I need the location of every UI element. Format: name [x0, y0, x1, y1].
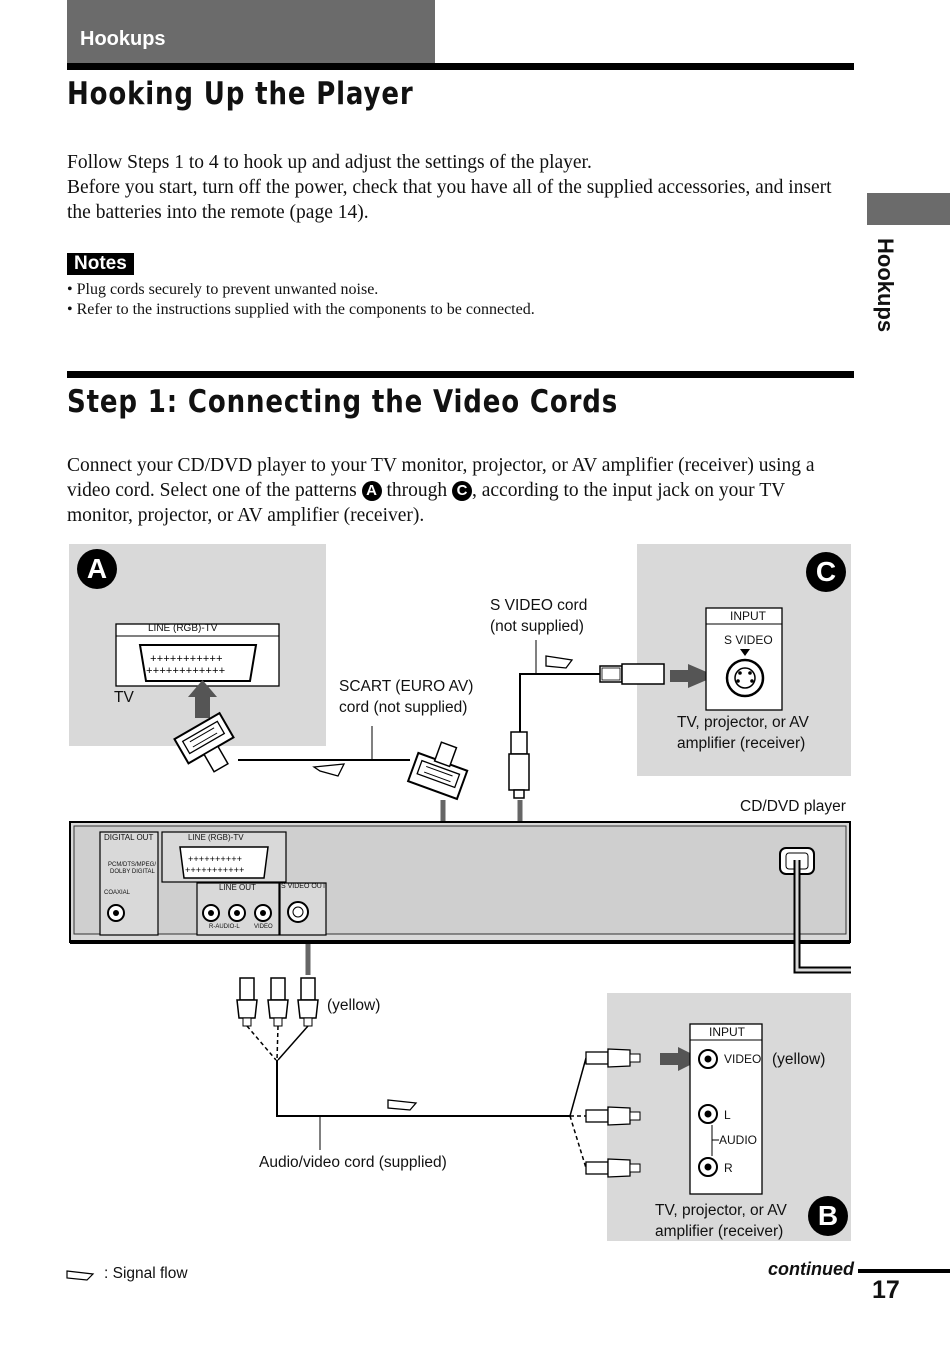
scart-cord-line: cord (not supplied) [339, 699, 468, 716]
scart-cord-line: SCART (EURO AV) [339, 678, 474, 695]
rca-plugs-b [585, 1048, 641, 1178]
svideo-plug-player [508, 731, 530, 799]
pattern-c-marker: C [452, 481, 472, 501]
tv-label: TV [114, 689, 134, 706]
header-rule [67, 63, 854, 70]
svg-text:+++++++++++: +++++++++++ [150, 654, 223, 666]
player-rear-panel: ++++++++++ +++++++++++ [69, 821, 851, 974]
c-input-label: INPUT [730, 609, 766, 623]
digital-out-label: DIGITAL OUT [104, 833, 154, 842]
note-item: • Refer to the instructions supplied wit… [67, 301, 535, 318]
step1-rule [67, 371, 854, 378]
c-device-label: TV, projector, or AV amplifier (receiver… [677, 712, 809, 754]
notes-badge: Notes [67, 253, 134, 275]
signal-arrow-svideo [545, 655, 574, 669]
tv-scart-jack-label: LINE (RGB)-TV [148, 623, 218, 634]
page-title: Hooking Up the Player [67, 76, 414, 112]
side-tab-label: Hookups [873, 238, 898, 333]
svideo-out-label: S VIDEO OUT [281, 883, 327, 890]
intro-line: the batteries into the remote (page 14). [67, 202, 369, 223]
svideo-cord-line: (not supplied) [490, 618, 584, 635]
b-device-line: amplifier (receiver) [655, 1223, 784, 1240]
step1-paragraph: Connect your CD/DVD player to your TV mo… [67, 453, 857, 528]
video-jack-label: VIDEO [254, 924, 273, 930]
step1-line: Connect your CD/DVD player to your TV mo… [67, 455, 815, 476]
svideo-input-box [705, 607, 783, 711]
b-device-line: TV, projector, or AV [655, 1202, 787, 1219]
side-tab-block [867, 193, 950, 225]
player-label: CD/DVD player [740, 798, 846, 815]
scart-plug-player [406, 741, 469, 801]
player-scart-label: LINE (RGB)-TV [188, 833, 244, 842]
tv-scart-jack: +++++++++++ ++++++++++++ [115, 623, 280, 687]
note-item: • Plug cords securely to prevent unwante… [67, 281, 379, 298]
step1-title: Step 1: Connecting the Video Cords [67, 384, 619, 420]
pattern-c-arrow [670, 664, 716, 688]
b-yellow-label: (yellow) [772, 1051, 826, 1068]
b-device-label: TV, projector, or AV amplifier (receiver… [655, 1200, 787, 1242]
line-out-label: LINE OUT [219, 883, 256, 892]
section-tab: Hookups [67, 0, 435, 63]
page-number: 17 [872, 1276, 900, 1304]
b-audio-label: AUDIO [719, 1133, 758, 1147]
rca-plugs-player [236, 977, 319, 1061]
step1-line: video cord. Select one of the patterns A… [67, 478, 857, 503]
svideo-cord-line: S VIDEO cord [490, 597, 588, 614]
svideo-plug-c [599, 663, 665, 685]
av-input-box [689, 1023, 763, 1195]
continued-label: continued [768, 1259, 854, 1279]
step1-text: video cord. Select one of the patterns [67, 480, 357, 501]
svg-text:+++++++++++: +++++++++++ [185, 866, 244, 876]
scart-cord-label: SCART (EURO AV) cord (not supplied) [339, 676, 473, 718]
signal-arrow-scart [312, 763, 346, 777]
r-audio-l-label: R-AUDIO-L [209, 924, 240, 930]
intro-line: Before you start, turn off the power, ch… [67, 177, 832, 198]
pattern-b-letter: B [808, 1196, 848, 1236]
step1-line: monitor, projector, or AV amplifier (rec… [67, 505, 425, 526]
coaxial-label: COAXIAL [104, 890, 131, 896]
step1-text: through [386, 480, 448, 501]
scart-plug-a [173, 711, 235, 773]
signal-flow-legend: : Signal flow [104, 1265, 188, 1282]
b-input-label: INPUT [709, 1025, 745, 1039]
plug-yellow-label: (yellow) [327, 997, 381, 1014]
intro-line: Follow Steps 1 to 4 to hook up and adjus… [67, 152, 592, 173]
pattern-c-letter: C [806, 552, 846, 592]
svg-text:++++++++++: ++++++++++ [188, 855, 242, 865]
av-cord-label: Audio/video cord (supplied) [259, 1154, 447, 1171]
svg-text:++++++++++++: ++++++++++++ [146, 666, 225, 678]
b-r-label: R [724, 1161, 733, 1175]
pattern-a-arrow [188, 680, 217, 718]
signal-arrow-av [387, 1099, 418, 1111]
b-video-label: VIDEO [724, 1052, 762, 1066]
c-svideo-label: S VIDEO [724, 633, 773, 647]
pcm-label-1: PCM/DTS/MPEG/ [108, 862, 157, 868]
signal-flow-legend-icon [66, 1270, 95, 1281]
svideo-cord-label: S VIDEO cord (not supplied) [490, 595, 587, 637]
pattern-a-marker: A [361, 481, 382, 501]
intro-paragraph: Follow Steps 1 to 4 to hook up and adjus… [67, 150, 857, 225]
c-device-line: TV, projector, or AV [677, 714, 809, 731]
step1-text: , according to the input jack on your TV [472, 480, 786, 501]
b-l-label: L [724, 1108, 731, 1122]
c-device-line: amplifier (receiver) [677, 735, 806, 752]
pcm-label-2: DOLBY DIGITAL [110, 869, 155, 875]
pattern-a-letter: A [77, 549, 117, 589]
